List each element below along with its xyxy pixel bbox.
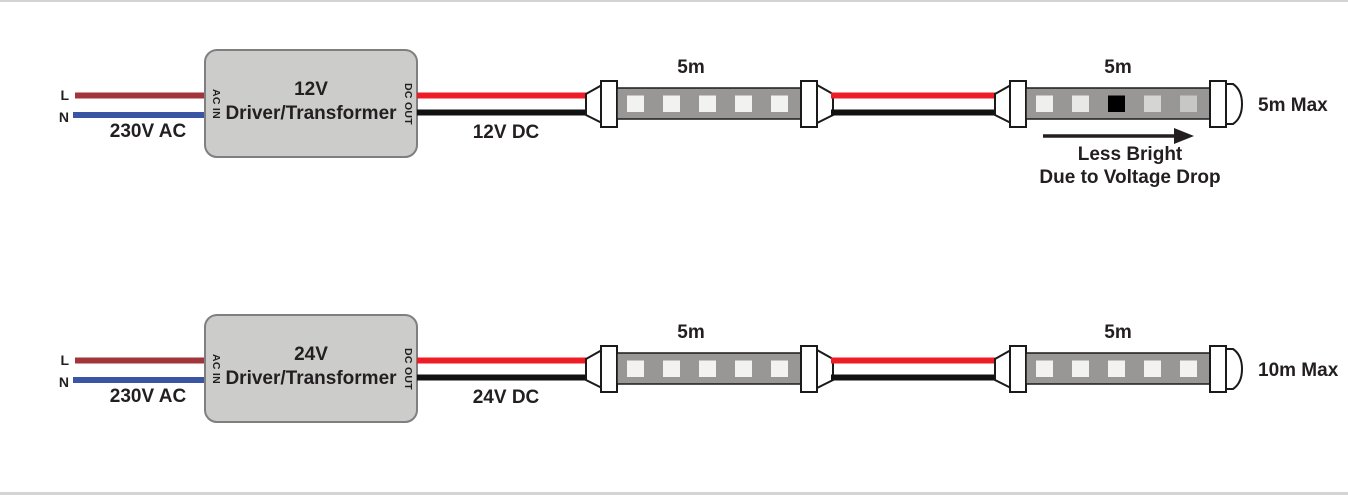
top-border [0,0,1348,2]
led [1144,360,1161,377]
led [1180,360,1197,377]
arrow-head-icon [1174,128,1194,144]
neutral-label: N [59,374,69,390]
strip-end-dome-cap [1225,348,1244,390]
led [771,360,788,377]
driver-voltage-label: 24V [294,344,328,365]
strip-input-connector-cap [1009,80,1027,128]
jumper-positive-wire [831,357,996,364]
led [663,360,680,377]
note-voltage-drop: Due to Voltage Drop [1039,167,1220,188]
live-label: L [60,352,69,368]
driver-box [204,314,418,423]
ac-supply-label: 230V AC [110,121,187,142]
neutral-wire [73,377,206,383]
led [699,95,716,112]
max-run-label: 10m Max [1258,360,1339,381]
led [1108,360,1125,377]
bottom-border [0,492,1348,495]
strip-end-dome-cap [1225,83,1244,125]
ac-in-port-label: AC IN [210,89,222,119]
led [1036,360,1053,377]
dc-out-port-label: DC OUT [402,348,414,390]
led [663,95,680,112]
strip-end-connector-cap [1209,80,1227,128]
max-run-label: 5m Max [1258,95,1328,116]
led [627,360,644,377]
driver-name-label: Driver/Transformer [225,368,397,389]
jumper-negative-wire [831,109,996,116]
ac-supply-label: 230V AC [110,386,187,407]
led [1036,95,1053,112]
note-less-bright: Less Bright [1078,144,1183,165]
driver-voltage-label: 12V [294,79,328,100]
strip-output-connector-cap [800,80,818,128]
circuit-row-12v: L N 230V AC AC IN 12V Driver/Transformer… [59,49,1328,188]
dc-positive-wire [417,92,589,99]
led [1144,95,1161,112]
led [771,95,788,112]
strip-input-connector-cap [600,80,618,128]
strip-output-connector-cap [800,345,818,393]
led [1108,95,1125,112]
dc-negative-wire [417,374,589,381]
driver-name-label: Driver/Transformer [225,103,397,124]
strip-length-label: 5m [1104,322,1131,343]
driver-box [204,49,418,158]
strip-input-connector-funnel [585,348,603,390]
led [1180,95,1197,112]
strip-length-label: 5m [677,57,704,78]
live-wire [75,357,206,364]
led [699,360,716,377]
circuit-row-24v: L N 230V AC AC IN 24V Driver/Transformer… [59,314,1339,423]
live-wire [75,92,206,99]
strip-length-label: 5m [677,322,704,343]
dc-output-label: 12V DC [473,122,540,143]
strip-input-connector-cap [1009,345,1027,393]
strip-length-label: 5m [1104,57,1131,78]
led [735,95,752,112]
led [1072,360,1089,377]
ac-in-port-label: AC IN [210,354,222,384]
strip-output-connector-funnel [816,83,834,125]
jumper-negative-wire [831,374,996,381]
strip-input-connector-funnel [994,83,1012,125]
dc-output-label: 24V DC [473,387,540,408]
led [735,360,752,377]
dc-positive-wire [417,357,589,364]
live-label: L [60,87,69,103]
jumper-positive-wire [831,92,996,99]
dc-out-port-label: DC OUT [402,83,414,125]
led [627,95,644,112]
dc-negative-wire [417,109,589,116]
strip-input-connector-funnel [585,83,603,125]
strip-end-connector-cap [1209,345,1227,393]
strip-input-connector-funnel [994,348,1012,390]
led [1072,95,1089,112]
neutral-label: N [59,109,69,125]
strip-input-connector-cap [600,345,618,393]
strip-output-connector-funnel [816,348,834,390]
neutral-wire [73,112,206,118]
